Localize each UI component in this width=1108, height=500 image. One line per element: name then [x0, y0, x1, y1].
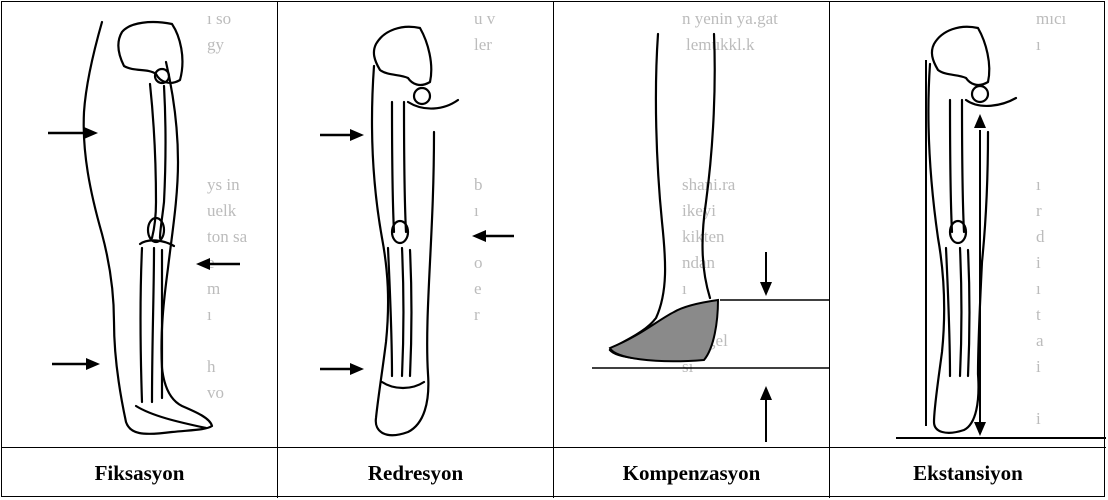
svg-text:lemukkl.k: lemukkl.k: [686, 35, 755, 54]
caption-kompenzasyon: Kompenzasyon: [554, 448, 830, 498]
svg-text:ı so: ı so: [207, 9, 231, 28]
svg-text:h: h: [207, 357, 216, 376]
svg-text:i: i: [1036, 253, 1041, 272]
svg-text:ı: ı: [1036, 35, 1041, 54]
svg-text:ı: ı: [1036, 279, 1041, 298]
svg-text:ikeyi: ikeyi: [682, 201, 716, 220]
svg-text:d: d: [1036, 227, 1045, 246]
force-arrows: [760, 252, 772, 442]
svg-text:ndan: ndan: [682, 253, 716, 272]
extension-leg-drawing: [928, 27, 1016, 433]
svg-text:ı: ı: [1036, 175, 1041, 194]
caption-redresyon: Redresyon: [278, 448, 554, 498]
bleed-through-text: u v ler bı oe r: [474, 9, 496, 324]
svg-text:m: m: [207, 279, 220, 298]
svg-text:gy: gy: [207, 35, 225, 54]
svg-text:e: e: [474, 279, 482, 298]
svg-text:n yenin ya.gat: n yenin ya.gat: [682, 9, 778, 28]
svg-text:ı: ı: [474, 201, 479, 220]
svg-text:ler: ler: [474, 35, 492, 54]
caption-fiksasyon: Fiksasyon: [2, 448, 278, 498]
redression-leg-drawing: [372, 27, 458, 435]
compensation-shoe: [610, 300, 718, 361]
svg-text:i: i: [1036, 409, 1041, 428]
svg-text:i: i: [1036, 357, 1041, 376]
svg-text:b: b: [474, 175, 483, 194]
svg-text:ı: ı: [682, 279, 687, 298]
svg-text:ys in: ys in: [207, 175, 240, 194]
force-arrows: [48, 127, 240, 370]
svg-text:u v: u v: [474, 9, 496, 28]
svg-text:t: t: [1036, 305, 1041, 324]
svg-text:o: o: [474, 253, 483, 272]
svg-text:vo: vo: [207, 383, 224, 402]
svg-text:mıcı: mıcı: [1036, 9, 1066, 28]
svg-text:ı: ı: [207, 305, 212, 324]
svg-text:a: a: [1036, 331, 1044, 350]
caption-ekstansiyon: Ekstansiyon: [830, 448, 1106, 498]
force-arrows: [320, 129, 514, 375]
fixation-leg-drawing: [84, 22, 212, 434]
svg-text:r: r: [474, 305, 480, 324]
svg-text:uelk: uelk: [207, 201, 237, 220]
svg-text:r: r: [1036, 201, 1042, 220]
svg-text:ton sa: ton sa: [207, 227, 248, 246]
